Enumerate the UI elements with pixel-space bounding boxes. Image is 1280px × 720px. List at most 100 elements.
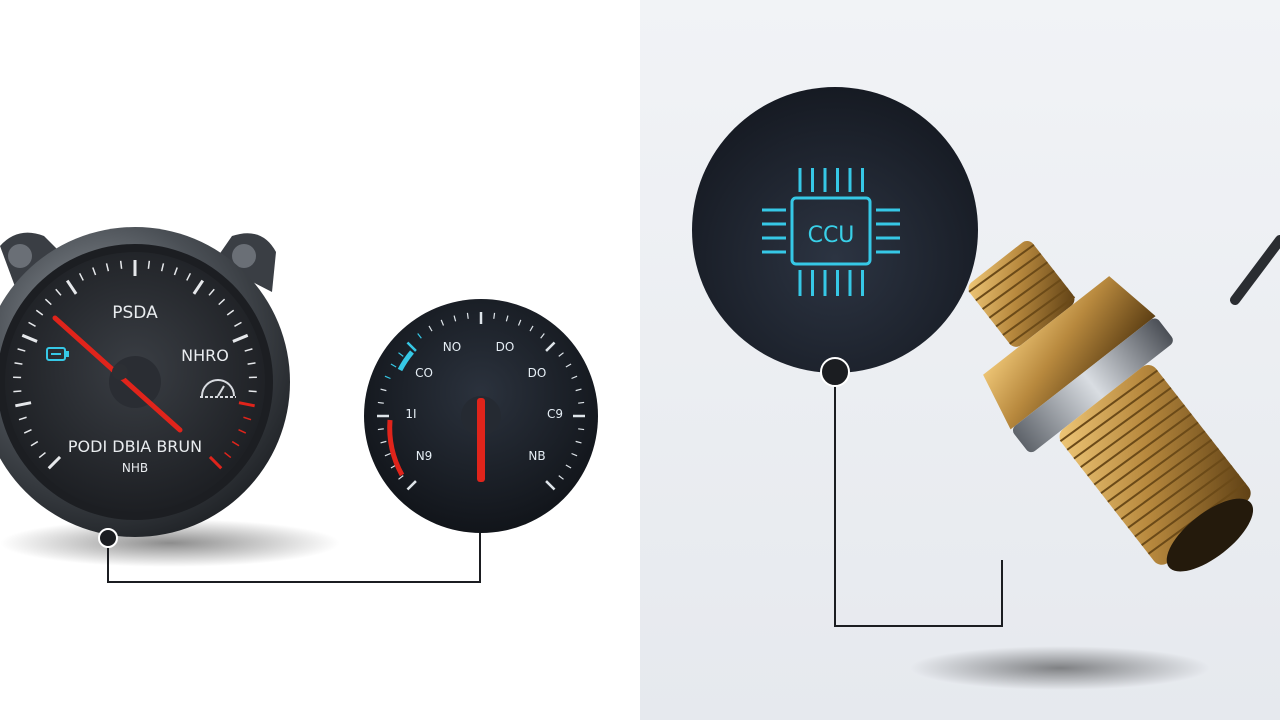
large-gauge-tick (160, 263, 165, 272)
small-dial-tick (565, 363, 572, 368)
small-dial-tick (529, 325, 534, 332)
small-dial-redzone (387, 419, 405, 477)
gauge-connector-dot (98, 528, 118, 548)
small-dial-tick (406, 480, 417, 491)
sensor-hex-nut (983, 276, 1156, 430)
sensor-tip-opening (1166, 498, 1254, 572)
sensor-thread (1134, 464, 1233, 538)
small-dial-cyanzone (397, 350, 414, 372)
small-dial-tick (505, 315, 509, 322)
gauge-right-label: NHRO (181, 346, 229, 365)
small-dial-tick (540, 333, 545, 339)
small-dial-tick (380, 440, 387, 444)
sensor-thread (1073, 386, 1172, 460)
large-gauge-tick (119, 260, 123, 269)
large-gauge-tick (92, 267, 97, 276)
small-dial-tick (578, 401, 585, 404)
ecu-connector-dot (820, 357, 850, 387)
small-dial-tick (558, 352, 564, 357)
small-dial-label-7: N9 (416, 449, 433, 463)
small-dial-tick (571, 452, 578, 457)
ecu-module: CCU (692, 87, 978, 373)
small-dial-label-1: NO (443, 340, 461, 354)
small-dial-tick (565, 464, 572, 469)
battery-icon (46, 347, 69, 361)
large-gauge-tick (15, 401, 32, 408)
large-gauge-tick (28, 321, 36, 327)
sensor-cap-thread (968, 244, 1035, 293)
small-dial-tick (428, 325, 433, 332)
gauge-caption-line2: NHB (122, 461, 148, 475)
sensor-cap-thread (1009, 296, 1076, 345)
large-gauge-tick (208, 455, 223, 470)
large-gauge-tick (23, 429, 32, 434)
small-dial-tick (377, 401, 384, 404)
large-gauge-tick (105, 263, 110, 272)
large-gauge-ticks (13, 260, 257, 470)
sensor-thread (1080, 395, 1179, 468)
sensor-thread (1113, 438, 1213, 512)
sensor-thread (1120, 447, 1219, 521)
large-gauge-tick (243, 416, 252, 421)
sensor-cap-thread (1002, 287, 1069, 336)
gauge-hub-plate (109, 356, 161, 408)
sensor-thread (1107, 430, 1206, 503)
small-dial-tick (453, 315, 457, 322)
large-gauge-tick (234, 321, 242, 327)
small-dial-tick (571, 375, 578, 380)
gauge-ear-hole-right (232, 244, 256, 268)
large-gauge-tick (17, 348, 26, 352)
small-dial-tick (377, 428, 384, 431)
large-gauge-tick (173, 267, 178, 276)
sensor-washer (1012, 318, 1173, 453)
sensor-thread (1086, 404, 1186, 477)
sensor-cable (1230, 235, 1280, 305)
brass-sensor (968, 235, 1280, 572)
small-dial-tick (440, 319, 445, 326)
large-gauge-tick (13, 390, 22, 393)
small-dial-tick (406, 341, 417, 352)
large-gauge-tick (247, 362, 256, 365)
sensor-thread (1141, 473, 1240, 547)
gauge-shadow (0, 519, 340, 567)
gauge-caption-line1: PODI DBIA BRUN (68, 437, 202, 456)
ecu-chip-label: CCU (808, 223, 855, 248)
large-gauge-tick (47, 455, 62, 470)
small-dial: NO DO CO DO 1I C9 N9 NB (364, 299, 598, 533)
large-gauge-tick (226, 309, 235, 316)
small-dial-label-8: NB (528, 449, 545, 463)
large-gauge-tick (55, 288, 62, 296)
small-dial-tick (398, 475, 404, 480)
chip-icon (762, 168, 900, 296)
large-gauge-tick (208, 288, 215, 296)
sensor-shadow (910, 646, 1210, 690)
sensor-cap-thread (988, 270, 1055, 319)
small-dial-tick (558, 475, 564, 480)
small-dial-label-6: C9 (547, 407, 563, 421)
large-gauge-tick (248, 390, 257, 393)
gauge-connector-line (107, 532, 481, 583)
small-dial-tick (545, 480, 556, 491)
sensor-cap-thread (982, 261, 1049, 310)
sensor-cap-thread (975, 252, 1042, 302)
sensor-thread (1059, 369, 1159, 442)
small-dial-tick (384, 375, 391, 380)
gauge-ear-hole-left (8, 244, 32, 268)
large-gauge-tick (224, 451, 232, 459)
small-dial-tick (517, 319, 522, 326)
large-gauge-tick (21, 333, 38, 343)
gauge-needle-hub (112, 364, 128, 380)
large-gauge-tick (44, 298, 52, 306)
sensor-thread (1100, 421, 1199, 494)
large-gauge-tick (147, 260, 151, 269)
gauge-title: PSDA (112, 303, 158, 323)
large-gauge-tick (30, 440, 39, 447)
sensor-thread (1093, 412, 1192, 486)
large-gauge: PSDA NHRO PODI DBIA BRUN NHB (0, 227, 290, 537)
small-dial-label-4: DO (528, 366, 547, 380)
large-gauge-tick (238, 429, 247, 434)
large-gauge-tick (65, 279, 78, 295)
small-dial-tick (545, 341, 556, 352)
small-dial-label-2: DO (496, 340, 515, 354)
small-dial-tick (390, 363, 397, 368)
